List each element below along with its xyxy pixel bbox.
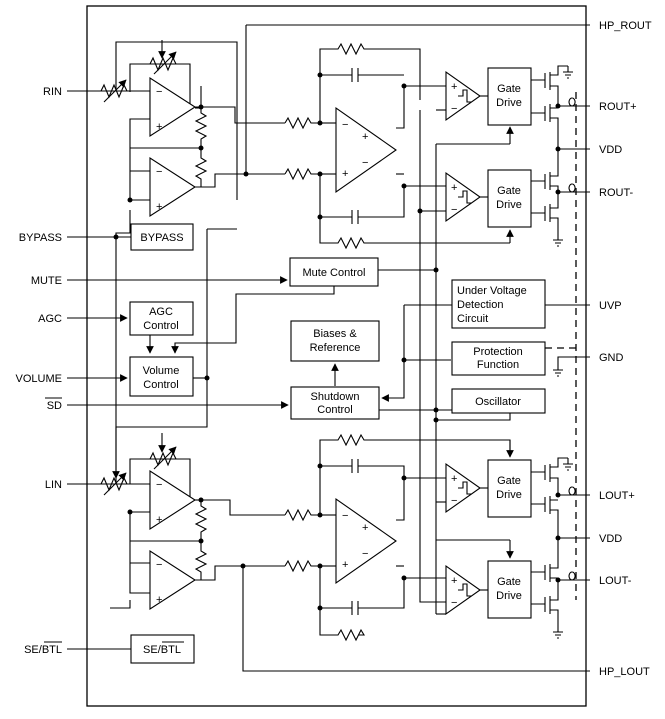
protection-function-label: Protection <box>473 346 523 358</box>
biases-reference-label: Reference <box>310 342 361 354</box>
pin-hp-lout: HP_LOUT <box>599 666 650 678</box>
opamp-plus: + <box>451 182 457 194</box>
se-btl-block <box>130 634 195 664</box>
gate-drive-label: Gate <box>497 185 521 197</box>
oscillator-label: Oscillator <box>475 396 521 408</box>
gate-drive-r2 <box>487 169 532 228</box>
left-channel: − + − + − + + − <box>67 378 590 672</box>
uvd-circuit-label: Circuit <box>457 313 488 325</box>
se-btl-block-label: SE/BTL <box>143 644 181 656</box>
gate-drive-label: Drive <box>496 199 522 211</box>
pin-uvp: UVP <box>599 300 622 312</box>
pin-hp-rout: HP_ROUT <box>599 20 652 32</box>
opamp-minus: − <box>451 495 457 507</box>
opamp-plus: + <box>451 81 457 93</box>
opamp-minus: − <box>156 559 162 571</box>
pin-vdd-bottom: VDD <box>599 533 622 545</box>
preamp-l1 <box>149 469 197 531</box>
opamp-minus: − <box>342 119 348 131</box>
opamp-minus: − <box>156 86 162 98</box>
pin-lout-plus: LOUT+ <box>599 490 635 502</box>
preamp-r1 <box>149 76 197 138</box>
opamp-minus: − <box>156 479 162 491</box>
opamp-minus: − <box>451 597 457 609</box>
right-pins: HP_ROUT ROUT+ VDD ROUT- UVP GND LOUT+ VD… <box>599 20 652 678</box>
pin-rout-plus: ROUT+ <box>599 101 637 113</box>
bypass-block-label: BYPASS <box>140 232 183 244</box>
shutdown-control-label: Shutdown <box>311 391 360 403</box>
pin-agc: AGC <box>38 313 62 325</box>
gate-drive-l1 <box>487 459 532 518</box>
opamp-minus: − <box>451 103 457 115</box>
main-amp-r <box>335 106 397 194</box>
pin-lin: LIN <box>45 479 62 491</box>
gate-drive-label: Drive <box>496 489 522 501</box>
pin-mute: MUTE <box>31 275 62 287</box>
opamp-minus: − <box>342 510 348 522</box>
volume-control-label: Control <box>143 379 178 391</box>
protection-function-label: Function <box>477 359 519 371</box>
left-pins: RIN BYPASS MUTE AGC VOLUME SD LIN SE/BTL <box>16 86 63 656</box>
gate-drive-label: Gate <box>497 83 521 95</box>
pin-volume: VOLUME <box>16 373 62 385</box>
agc-control-block <box>129 301 194 336</box>
volume-control-label: Volume <box>143 365 180 377</box>
pin-se-btl: SE/BTL <box>24 644 62 656</box>
gate-drive-r1 <box>487 67 532 126</box>
opamp-plus: + <box>156 594 162 606</box>
opamp-minus: − <box>156 166 162 178</box>
opamp-plus: + <box>156 121 162 133</box>
uvd-circuit-block <box>451 279 546 329</box>
biases-reference-label: Biases & <box>313 328 357 340</box>
uvd-circuit-label: Under Voltage <box>457 285 527 297</box>
opamp-minus: − <box>451 204 457 216</box>
opamp-minus: − <box>362 548 368 560</box>
opamp-plus: + <box>156 201 162 213</box>
agc-control-label: AGC <box>149 306 173 318</box>
opamp-plus: + <box>362 522 368 534</box>
pin-bypass: BYPASS <box>19 232 62 244</box>
opamp-plus: + <box>451 575 457 587</box>
opamp-plus: + <box>362 131 368 143</box>
uvd-circuit-label: Detection <box>457 299 503 311</box>
mute-control-block <box>289 257 379 287</box>
preamp-l2 <box>149 549 197 611</box>
opamp-plus: + <box>342 559 348 571</box>
biases-reference-block <box>290 320 380 362</box>
chip-outline <box>86 5 587 707</box>
gate-drive-label: Gate <box>497 475 521 487</box>
protection-function-block <box>451 341 546 376</box>
preamp-r2 <box>149 156 197 218</box>
shutdown-control-block <box>290 386 380 420</box>
gate-drive-l2 <box>487 560 532 619</box>
main-amp-l <box>335 497 397 585</box>
opamp-minus: − <box>362 157 368 169</box>
gate-drive-label: Gate <box>497 576 521 588</box>
bypass-block <box>130 223 194 251</box>
opamp-plus: + <box>342 168 348 180</box>
opamp-plus: + <box>451 473 457 485</box>
oscillator-block <box>451 388 546 414</box>
gate-drive-label: Drive <box>496 590 522 602</box>
control-section: BYPASS Mute Control AGC Control Volume C… <box>67 223 590 664</box>
volume-control-block <box>129 356 194 397</box>
pin-gnd: GND <box>599 352 624 364</box>
pin-sd: SD <box>47 400 62 412</box>
gate-drive-label: Drive <box>496 97 522 109</box>
pin-rout-minus: ROUT- <box>599 187 634 199</box>
shutdown-control-label: Control <box>317 404 352 416</box>
agc-control-label: Control <box>143 320 178 332</box>
pin-vdd-top: VDD <box>599 144 622 156</box>
mute-control-label: Mute Control <box>303 267 366 279</box>
opamp-plus: + <box>156 514 162 526</box>
pin-rin: RIN <box>43 86 62 98</box>
pin-lout-minus: LOUT- <box>599 575 632 587</box>
